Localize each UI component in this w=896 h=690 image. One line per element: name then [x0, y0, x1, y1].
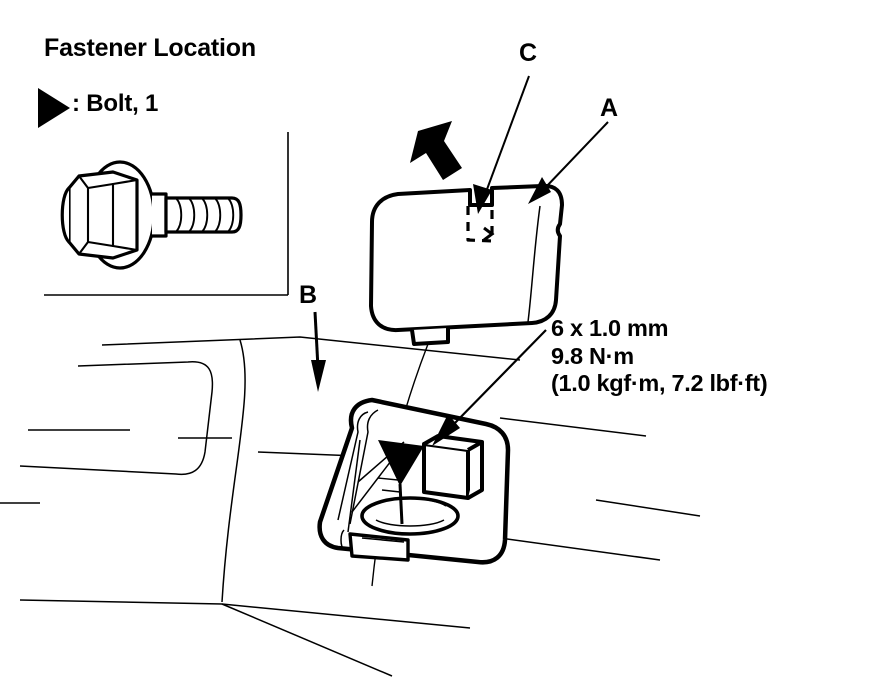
page-title: Fastener Location	[44, 34, 256, 62]
roof-rail-cover	[369, 183, 564, 346]
callout-a-leader	[528, 121, 609, 204]
removal-direction-arrow	[410, 121, 462, 180]
torque-line-2: 9.8 N·m	[551, 342, 634, 369]
callout-c-leader	[473, 75, 530, 214]
legend-label: : Bolt, 1	[72, 90, 159, 117]
callout-label-c: C	[519, 39, 538, 67]
roof-rail-bracket	[317, 397, 511, 565]
torque-leader	[432, 329, 547, 446]
fastener-marker-icon	[378, 440, 424, 525]
legend-box	[44, 132, 289, 296]
bolt-illustration	[60, 160, 243, 270]
callout-b-leader	[311, 311, 326, 392]
callout-label-b: B	[299, 281, 318, 309]
bolt-marker-icon	[38, 88, 70, 128]
torque-line-1: 6 x 1.0 mm	[551, 315, 669, 341]
callout-label-a: A	[600, 94, 619, 122]
torque-line-3: (1.0 kgf·m, 7.2 lbf·ft)	[551, 370, 768, 396]
